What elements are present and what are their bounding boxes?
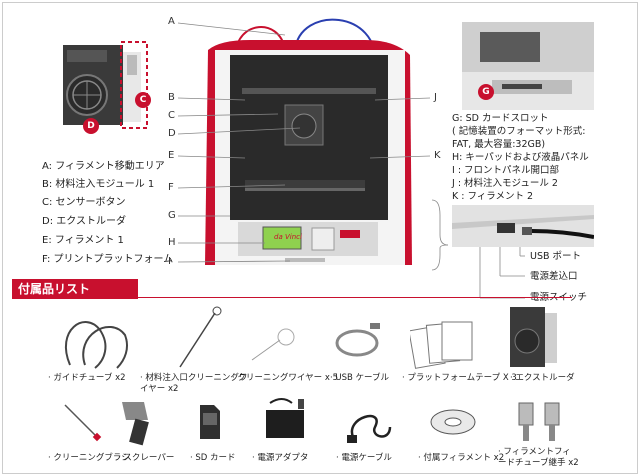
callout-badge-d-inset: D [83,118,99,134]
cleaning-brush-icon [64,404,102,442]
power-switch-label: 電源スイッチ [530,292,587,304]
sd-card-icon [200,405,220,439]
accessory-label: · クリーニングワイヤー x 5 [232,373,338,383]
power-cable-icon [347,414,392,443]
callout-badge-c-inset: C [135,92,151,108]
legend-right-item: FAT, 最大容量:32GB) [452,139,546,150]
accessory-label: · 電源アダプタ [252,453,309,463]
accessory-label: · クリーニングブラシ [48,453,130,463]
back-port-image [452,205,595,247]
callout-b: B [168,92,175,103]
accessory-label: · プラットフォームテープ X 3 [402,373,517,383]
callout-g: G [168,210,176,221]
filament-spool-icon [430,409,476,435]
legend-left-item: C: センサーボタン [42,197,126,208]
platform-tape-icon [410,321,473,369]
accessory-label: · フィラメントフィ ードチューブ継手 x2 [498,447,579,468]
callout-h: H [168,237,176,248]
legend-left-item: F: プリントプラットフォーム [42,254,174,265]
cleaning-wire-icon [251,328,295,361]
callout-a: A [168,16,175,27]
legend-right-item: K : フィラメント 2 [452,191,534,202]
callout-k: K [434,150,441,161]
power-inlet-label: 電源差込口 [530,271,578,282]
legend-right-item: G: SD カードスロット [452,113,549,124]
accessory-label: · 付属フィラメント x2 [418,453,505,463]
accessory-label: · USB ケーブル [330,373,390,383]
accessory-label: · 電源ケーブル [336,453,392,463]
tube-fitting-icon [518,402,560,441]
callout-f: F [168,182,174,193]
accessory-label: · スクレーパー [118,453,175,463]
legend-right-item: I : フロントパネル開口部 [452,165,560,176]
guide-tube-icon [64,321,128,369]
accessory-label: · 材料注入口クリーニングワ イヤー x2 [140,373,248,394]
accessory-label: · ガイドチューブ x2 [48,373,126,383]
accessory-label: · エクストルーダ [510,373,575,383]
extruder-accessory-icon [510,307,557,367]
power-adapter-icon [266,398,304,438]
callout-badge-g-inset: G [478,84,494,100]
nozzle-cleaning-wire-icon [179,306,222,368]
legend-left-item: B: 材料注入モジュール 1 [42,179,155,190]
callout-e: E [168,150,175,161]
accessory-label: · SD カード [190,453,236,463]
callout-j: J [434,92,437,103]
callout-d: D [168,128,176,139]
legend-right-item: J : 材料注入モジュール 2 [452,178,558,189]
usb-port-label: USB ポート [530,251,582,262]
callout-i: I [168,256,171,267]
printer-brand-text: da Vinci [274,233,302,241]
scraper-icon [122,402,149,446]
accessories-divider [12,297,572,298]
accessories-title: 付属品リスト [12,279,138,299]
usb-cable-icon [335,323,380,357]
legend-right-item: H: キーパッドおよび液晶パネル [452,152,589,163]
legend-right-item: ( 記憶装置のフォーマット形式: [452,126,586,137]
legend-left-item: E: フィラメント 1 [42,235,124,246]
callout-c: C [168,110,175,121]
legend-left-item: A: フィラメント移動エリア [42,161,165,172]
legend-left-item: D: エクストルーダ [42,216,126,227]
